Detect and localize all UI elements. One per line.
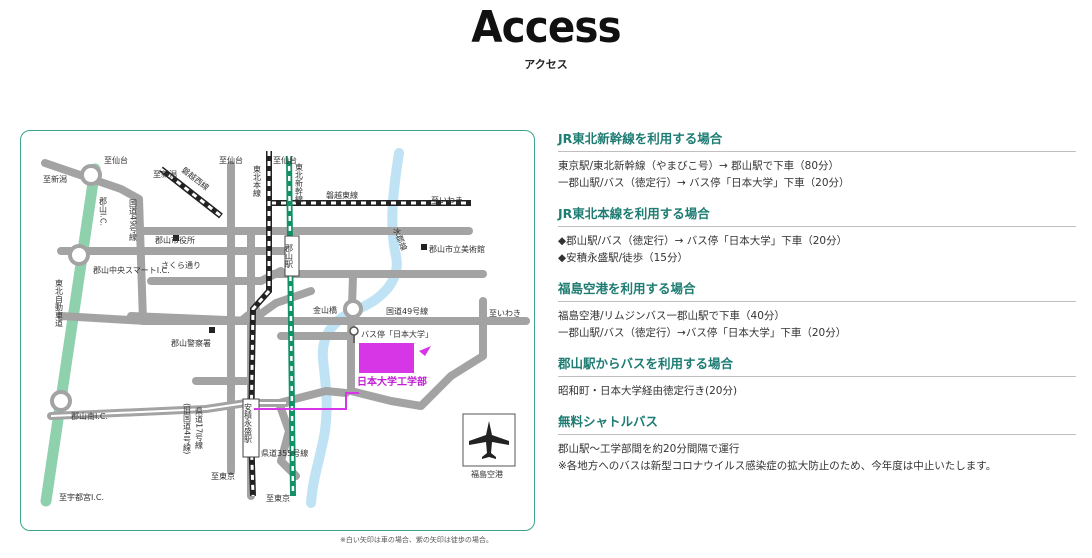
section-heading: 郡山駅からバスを利用する場合: [558, 353, 1076, 377]
section-line: 一郡山駅/バス（徳定行）→バス停「日本大学」下車（20分）: [558, 327, 847, 339]
asaka-station-label: 安積永盛駅: [244, 402, 253, 444]
section-line: ◆郡山駅/バス（徳定行）→ バス停「日本大学」下車（20分）: [558, 235, 848, 247]
art-museum-marker: [421, 244, 427, 250]
airport-label: 福島空港: [471, 469, 503, 479]
label-to-iwaki-1: 至いわき: [431, 196, 463, 205]
airplane-icon: [469, 421, 509, 459]
label-route355: 県道355号線: [261, 448, 308, 458]
label-tohoku-main: 東北本線: [253, 164, 262, 197]
road-centers: [50, 402, 286, 417]
roads: [41, 159, 530, 500]
access-section-shuttle: 無料シャトルバス 郡山駅～工学部間を約20分間隔で運行 ※各地方へのバスは新型コ…: [558, 411, 1076, 475]
label-art-museum: 郡山市立美術館: [429, 244, 485, 254]
ic-koriyama: [80, 164, 102, 186]
label-route17-old: (旧国道4号線): [183, 403, 192, 454]
koriyama-station-box: [284, 235, 300, 277]
label-sakura-dori: さくら通り: [161, 260, 201, 270]
section-line: 昭和町・日本大学経由徳定行き(20分): [558, 385, 738, 397]
section-heading: 無料シャトルバス: [558, 411, 1076, 435]
access-info: JR東北新幹線を利用する場合 東京駅/東北新幹線（やまびこ号）→ 郡山駅で下車（…: [558, 128, 1076, 486]
section-heading: JR東北新幹線を利用する場合: [558, 128, 1076, 152]
access-section-bus: 郡山駅からバスを利用する場合 昭和町・日本大学経由徳定行き(20分): [558, 353, 1076, 400]
section-line: ※各地方へのバスは新型コロナウイルス感染症の拡大防止のため、今年度は中止いたしま…: [558, 460, 997, 472]
page-title: Access: [471, 2, 621, 53]
access-section-tohoku-main: JR東北本線を利用する場合 ◆郡山駅/バス（徳定行）→ バス停「日本大学」下車（…: [558, 203, 1076, 267]
label-city-hall: 郡山市役所: [155, 235, 195, 245]
section-line: 福島空港/リムジンバス一郡山駅で下車（40分）: [558, 310, 785, 322]
label-to-sendai-2: 至仙台: [219, 155, 243, 165]
ic-koriyama-minami: [50, 390, 72, 412]
access-section-shinkansen: JR東北新幹線を利用する場合 東京駅/東北新幹線（やまびこ号）→ 郡山駅で下車（…: [558, 128, 1076, 192]
campus-block: [359, 343, 414, 373]
label-to-sendai-1: 至仙台: [104, 155, 128, 165]
bus-stop-label: バス停「日本大学」: [361, 329, 433, 339]
label-koriyama-minami-ic: 郡山南I.C.: [71, 411, 108, 421]
section-heading: 福島空港を利用する場合: [558, 278, 1076, 302]
section-line: 一郡山駅/バス（徳定行）→ バス停「日本大学」下車（20分）: [558, 177, 850, 189]
police-marker: [209, 327, 215, 333]
walking-route: [254, 392, 359, 410]
access-section-airport: 福島空港を利用する場合 福島空港/リムジンバス一郡山駅で下車（40分） 一郡山駅…: [558, 278, 1076, 342]
section-heading: JR東北本線を利用する場合: [558, 203, 1076, 227]
section-line: ◆安積永盛駅/徒歩（15分）: [558, 252, 688, 264]
map-note: ※白い矢印は車の場合、紫の矢印は徒歩の場合。: [340, 536, 493, 544]
label-to-tokyo-1: 至東京: [211, 471, 235, 481]
ic-koriyama-chuo: [68, 244, 90, 266]
page-subtitle: アクセス: [524, 58, 568, 71]
label-to-sendai-3: 至仙台: [273, 155, 297, 165]
label-to-utsunomiya: 至宇都宮I.C.: [59, 492, 104, 502]
koriyama-station-label: 郡山駅: [285, 243, 294, 269]
campus-flag: [419, 346, 431, 356]
label-tohoku-shinkansen: 東北新幹線: [295, 162, 304, 203]
label-to-tokyo-2: 至東京: [266, 493, 290, 503]
tohoku-expressway: [40, 163, 101, 507]
label-banetsu-east: 磐越東線: [326, 190, 358, 200]
label-to-iwaki-2: 至いわき: [489, 309, 521, 318]
asaka-station-box: [242, 398, 260, 458]
label-police: 郡山警察署: [171, 338, 211, 348]
label-koriyama-chuo-ic: 郡山中央スマートI.C.: [93, 265, 170, 275]
label-tohoku-expressway: 東北自動車道: [55, 278, 64, 328]
map-svg: 郡山駅 安積永盛駅 日本大学工学部 バス停「日本大学」 福島空港 至仙台 至仙台…: [40, 148, 530, 508]
city-hall-marker: [173, 235, 179, 241]
label-to-shinniigata: 至新潟: [153, 169, 177, 179]
label-kanayamabashi: 金山橋: [313, 305, 337, 315]
label-koriyama-ic: 郡山I.C.: [99, 196, 108, 226]
section-line: 東京駅/東北新幹線（やまびこ号）→ 郡山駅で下車（80分）: [558, 160, 840, 172]
kanayamabashi-loop: [343, 299, 363, 319]
label-route49-h: 国道49号線: [386, 306, 428, 316]
campus-label: 日本大学工学部: [357, 375, 427, 388]
label-route17: 県道17号線: [195, 407, 204, 449]
label-route49-v: 国道49号線: [129, 199, 138, 241]
access-map: 郡山駅 安積永盛駅 日本大学工学部 バス停「日本大学」 福島空港 至仙台 至仙台…: [20, 130, 535, 531]
label-to-niigata: 至新潟: [43, 174, 67, 184]
bus-stop-pin: [349, 326, 359, 336]
section-line: 郡山駅～工学部間を約20分間隔で運行: [558, 443, 740, 455]
